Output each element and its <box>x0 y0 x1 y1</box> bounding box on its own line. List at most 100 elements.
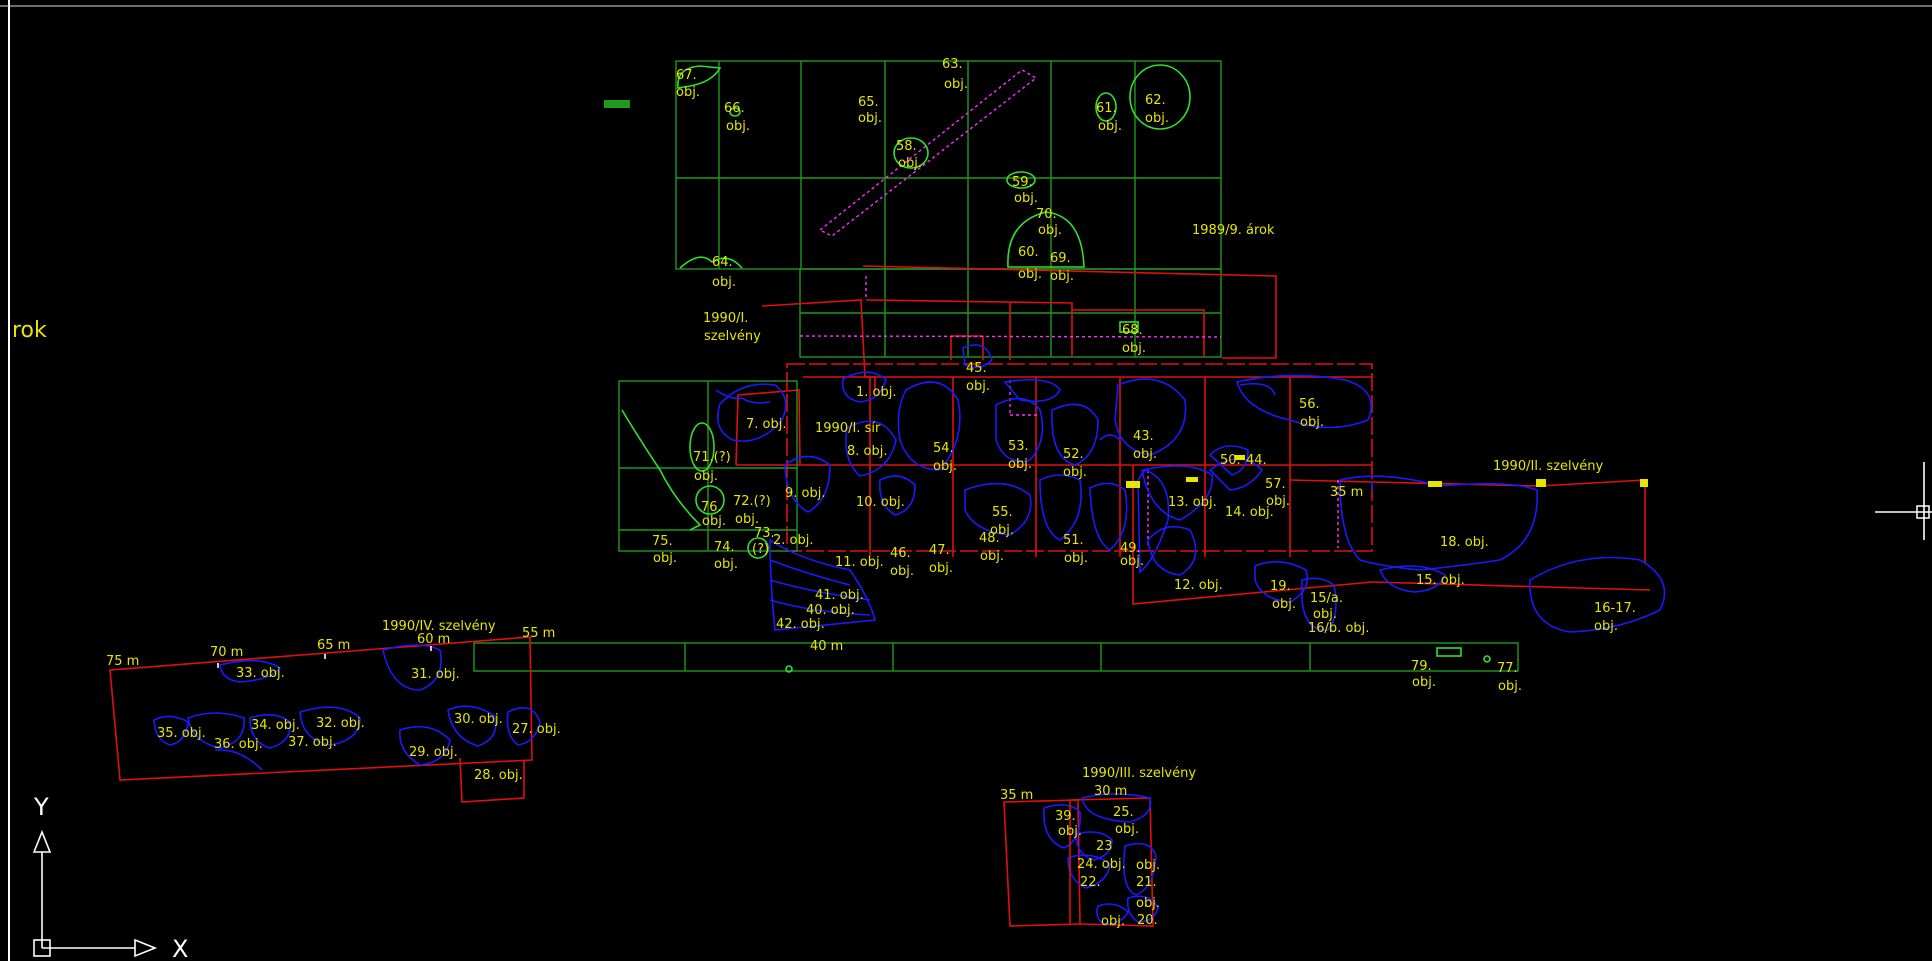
feature-label: 30. obj. <box>454 712 503 727</box>
feature-label: obj. <box>1133 447 1157 462</box>
feature-label: 22. <box>1080 875 1101 890</box>
trench-iii <box>1003 793 1159 927</box>
feature-label: obj. <box>694 469 718 484</box>
feature-label: obj. <box>1018 267 1042 282</box>
feature-label: obj. <box>1313 607 1337 622</box>
feature-label: 55 m <box>522 626 555 641</box>
feature-label: obj. <box>1594 619 1618 634</box>
feature-label: obj. <box>653 551 677 566</box>
feature-label: obj. <box>1136 896 1160 911</box>
feature-label: obj. <box>1098 119 1122 134</box>
feature-label: 79. <box>1411 659 1432 674</box>
feature-label: 46. <box>890 546 911 561</box>
feature-label: 1990/I. <box>703 311 748 326</box>
feature-label: 40. obj. <box>806 603 855 618</box>
feature-label: 65. <box>858 95 879 110</box>
feature-label: 1990/I. sír <box>815 421 881 436</box>
feature-label: 55. <box>992 505 1013 520</box>
feature-label: 70 m <box>210 645 243 660</box>
feature-label: 77. <box>1497 661 1518 676</box>
feature-label: 41. obj. <box>815 588 864 603</box>
feature-label: obj. <box>858 111 882 126</box>
feature-label: 24. obj. <box>1077 857 1126 872</box>
feature-label: 75 m <box>106 654 139 669</box>
feature-label: 35 m <box>1330 485 1363 500</box>
feature-label: obj. <box>1145 111 1169 126</box>
feature-label: obj. <box>702 514 726 529</box>
feature-label: obj. <box>1058 824 1082 839</box>
feature-label: 34. obj. <box>251 718 300 733</box>
feature-label: 50. <box>1220 453 1241 468</box>
feature-label: 10. obj. <box>856 495 905 510</box>
feature-label: obj. <box>1038 223 1062 238</box>
trench-long-green <box>473 642 1519 673</box>
feature-label: 1989/9. árok <box>1192 223 1275 238</box>
feature-label: 16-17. <box>1594 601 1636 616</box>
feature-label: obj. <box>1014 191 1038 206</box>
feature-label: 49. <box>1120 541 1141 556</box>
feature-label: 56. <box>1299 397 1320 412</box>
feature-label: 16/b. obj. <box>1308 621 1369 636</box>
feature-label: obj. <box>990 523 1014 538</box>
feature-label: 31. obj. <box>411 667 460 682</box>
feature-label: 73. <box>754 526 775 541</box>
feature-label: 60 m <box>417 632 450 647</box>
trench-outline-central <box>735 265 1651 605</box>
feature-label: 63. <box>942 57 963 72</box>
feature-label: 65 m <box>317 638 350 653</box>
feature-label: 25. <box>1113 805 1134 820</box>
feature-label: 71.(?) <box>693 450 731 465</box>
feature-label: 37. obj. <box>288 735 337 750</box>
feature-label: obj. <box>735 512 759 527</box>
feature-label: 60. <box>1018 245 1039 260</box>
feature-label: 13. obj. <box>1168 495 1217 510</box>
feature-label: 30 m <box>1094 784 1127 799</box>
feature-label: szelvény <box>704 329 761 344</box>
feature-label: 32. obj. <box>316 716 365 731</box>
feature-label: 51. <box>1063 533 1084 548</box>
feature-label: obj. <box>933 459 957 474</box>
feature-label: 1990/III. szelvény <box>1082 766 1196 781</box>
feature-label: 15. obj. <box>1416 573 1465 588</box>
feature-label: obj. <box>1272 597 1296 612</box>
feature-label: 57. <box>1265 477 1286 492</box>
feature-label: 23 <box>1096 839 1113 854</box>
feature-label: 1. obj. <box>856 385 897 400</box>
feature-label: obj. <box>890 564 914 579</box>
feature-label: obj. <box>1498 679 1522 694</box>
feature-label: 61. <box>1096 101 1117 116</box>
feature-label: obj. <box>676 85 700 100</box>
feature-label: 52. <box>1063 447 1084 462</box>
feature-label: 45. <box>966 361 987 376</box>
feature-label: 1990/IV. szelvény <box>382 619 496 634</box>
crosshair-cursor <box>1875 462 1932 540</box>
side-text: rok <box>12 318 47 343</box>
feature-label: obj. <box>1101 914 1125 929</box>
feature-label: 72.(?) <box>733 494 771 509</box>
feature-label: obj. <box>714 557 738 572</box>
feature-label: obj. <box>929 561 953 576</box>
feature-label: 59. <box>1012 175 1033 190</box>
feature-label: 66. <box>724 101 745 116</box>
features-central <box>715 344 1666 633</box>
feature-label: 39. <box>1055 809 1076 824</box>
feature-label: obj. <box>1064 551 1088 566</box>
feature-label: obj. <box>712 275 736 290</box>
feature-label: 18. obj. <box>1440 535 1489 550</box>
feature-label: 27. obj. <box>512 722 561 737</box>
feature-label: 53. <box>1008 439 1029 454</box>
north-marker <box>604 100 630 108</box>
feature-label: 75. <box>652 534 673 549</box>
feature-label: 64. <box>712 255 733 270</box>
feature-label: 29. obj. <box>409 745 458 760</box>
feature-label: 74. <box>714 540 735 555</box>
feature-label: obj. <box>1136 858 1160 873</box>
feature-label: 54. <box>933 441 954 456</box>
feature-label: 58. <box>896 139 917 154</box>
feature-label: 14. obj. <box>1225 505 1274 520</box>
feature-label: 35. obj. <box>157 726 206 741</box>
feature-label: 8. obj. <box>847 444 888 459</box>
